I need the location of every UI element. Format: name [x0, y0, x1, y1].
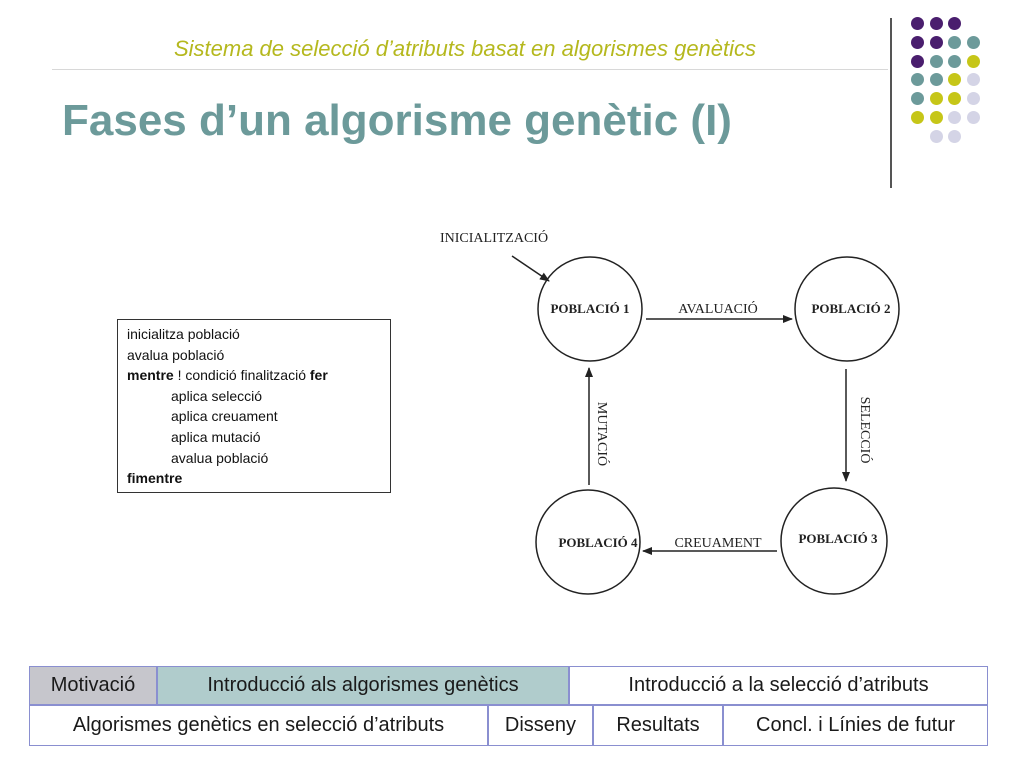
nav-tab-ag-seleccio[interactable]: Algorismes genètics en selecció d’atribu… [29, 705, 488, 746]
title-divider [52, 69, 888, 70]
decorative-dot [948, 35, 961, 49]
decorative-dot [929, 73, 943, 87]
pseudocode-line: inicialitza població [127, 326, 240, 342]
decorative-dot [911, 92, 924, 106]
node-poblacio-4 [535, 489, 641, 595]
nav-tab-intro-algorismes[interactable]: Introducció als algorismes genètics [157, 666, 569, 705]
decorative-dot [948, 129, 961, 143]
node-poblacio-3 [780, 487, 888, 595]
decorative-dot [948, 17, 961, 30]
decorative-dot [929, 54, 943, 68]
decorative-dot [929, 92, 943, 106]
node-poblacio-2 [794, 256, 900, 362]
nav-tab-resultats[interactable]: Resultats [593, 705, 723, 746]
pseudocode-line: aplica creuament [171, 408, 278, 425]
keyword-mentre: mentre [127, 367, 174, 384]
decorative-dot [966, 35, 980, 49]
decorative-dot [911, 111, 924, 124]
decorative-dot [948, 54, 961, 68]
edge-label-seleccio: SELECCIÓ [857, 397, 874, 464]
decorative-dot [948, 73, 961, 87]
keyword-fer: fer [309, 367, 328, 384]
pseudocode-line: aplica mutació [171, 428, 261, 445]
edge-label-creuament: CREUAMENT [674, 536, 762, 551]
init-arrow [511, 255, 550, 282]
decorative-dot [966, 111, 980, 124]
presentation-subtitle: Sistema de selecció d’atributs basat en … [173, 36, 757, 61]
pseudocode-line: avalua població [171, 449, 269, 466]
nav-tab-disseny[interactable]: Disseny [488, 705, 593, 746]
decorative-dot [911, 54, 924, 68]
label-poblacio-1: POBLACIÓ 1 [550, 301, 629, 316]
slide-title: Fases d’un algorisme genètic (I) [62, 96, 732, 145]
label-poblacio-3: POBLACIÓ 3 [798, 531, 878, 546]
node-poblacio-1 [537, 256, 643, 362]
decorative-dot [911, 73, 924, 87]
decorative-dot [929, 111, 943, 124]
edge-label-avaluacio: AVALUACIÓ [678, 300, 758, 317]
decorative-dot [929, 129, 943, 143]
nav-tab-conclusions[interactable]: Concl. i Línies de futur [723, 705, 988, 746]
decorative-dot [948, 92, 961, 106]
decorative-dot [966, 54, 980, 68]
pseudocode-line: fimentre [127, 468, 381, 489]
label-inicialitzacio: INICIALITZACIÓ [440, 229, 548, 246]
nav-tab-motivacio[interactable]: Motivació [29, 666, 157, 705]
decorative-dot [948, 111, 961, 124]
decorative-dot [911, 35, 924, 49]
pseudocode-line: aplica selecció [171, 387, 263, 404]
edge-label-mutacio: MUTACIÓ [594, 402, 611, 466]
decorative-dot [966, 73, 980, 87]
nav-tab-intro-seleccio[interactable]: Introducció a la selecció d’atributs [569, 666, 988, 705]
decorative-dot [911, 17, 924, 30]
decorative-dot [966, 92, 980, 106]
pseudocode-box: inicialitza població avalua població men… [117, 319, 391, 493]
keyword-fimentre: fimentre [127, 470, 183, 487]
pseudocode-line: mentre ! condició finalització fer [127, 365, 381, 386]
decorative-dot [929, 35, 943, 49]
label-poblacio-2: POBLACIÓ 2 [811, 301, 890, 316]
decorative-dot [929, 17, 943, 30]
loop-condition: ! condició finalització [173, 367, 310, 384]
label-poblacio-4: POBLACIÓ 4 [558, 535, 638, 550]
vertical-divider [890, 18, 892, 188]
pseudocode-line: avalua població [127, 346, 225, 363]
